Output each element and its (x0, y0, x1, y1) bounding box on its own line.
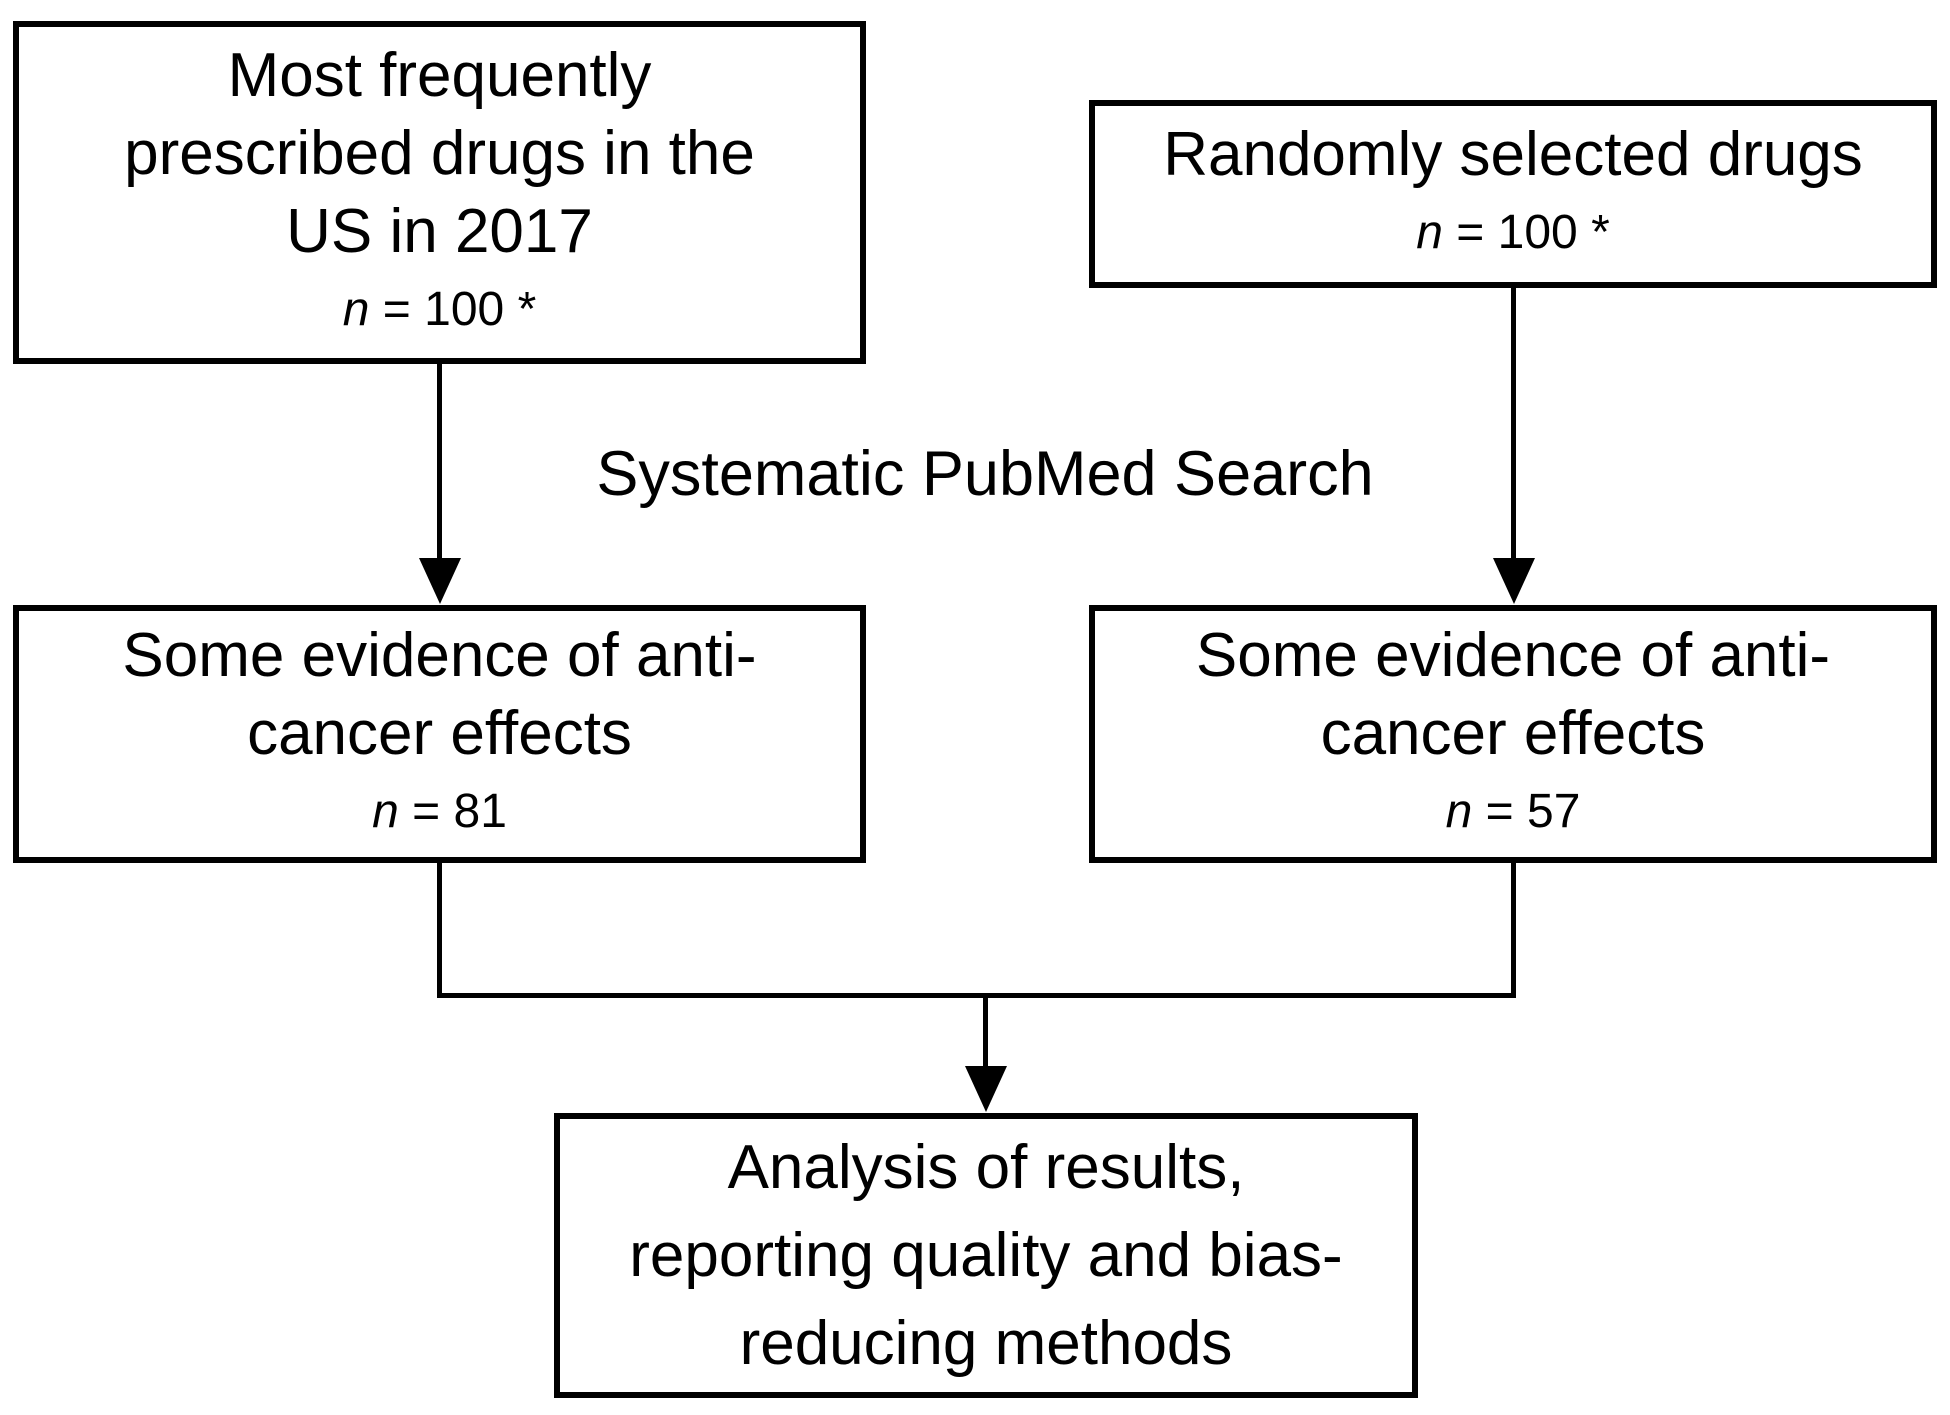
n-symbol: n (1445, 785, 1473, 838)
box-text-line: prescribed drugs in the (124, 118, 755, 188)
box-text-line: cancer effects (1320, 699, 1706, 768)
arrow-line-random-to-evidence (1511, 287, 1516, 560)
box-text-line: Randomly selected drugs (1163, 120, 1863, 189)
box-most-prescribed-drugs: Most frequently prescribed drugs in the … (13, 21, 866, 364)
n-value: = 100 * (1442, 206, 1610, 259)
connector-stem-right (1511, 862, 1516, 998)
systematic-pubmed-search-label: Systematic PubMed Search (596, 439, 1374, 509)
sample-size-label: n = 100 * (1416, 194, 1610, 272)
n-value: = 100 * (369, 282, 537, 336)
box-text-line: reporting quality and bias- (629, 1220, 1343, 1290)
box-randomly-selected-drugs: Randomly selected drugs n = 100 * (1089, 100, 1937, 288)
n-value: = 57 (1472, 785, 1581, 838)
n-symbol: n (342, 282, 370, 336)
box-text-line: cancer effects (247, 699, 632, 768)
arrowhead-down-icon (1493, 558, 1535, 604)
box-text-line: Analysis of results, (727, 1132, 1245, 1202)
arrowhead-down-icon (419, 558, 461, 604)
box-analysis: Analysis of results, reporting quality a… (554, 1113, 1418, 1398)
n-symbol: n (1416, 206, 1443, 259)
arrow-line-merge-to-analysis (983, 996, 988, 1068)
box-evidence-prescribed: Some evidence of anti- cancer effects n … (13, 605, 866, 863)
box-text-line: Most frequently (227, 40, 652, 110)
n-value: = 81 (398, 785, 507, 838)
arrow-line-prescribed-to-evidence (437, 363, 442, 560)
sample-size-label: n = 81 (372, 773, 507, 851)
sample-size-label: n = 57 (1446, 773, 1581, 851)
box-text-line: Some evidence of anti- (122, 621, 757, 690)
arrowhead-down-icon (965, 1066, 1007, 1112)
box-evidence-random: Some evidence of anti- cancer effects n … (1089, 605, 1937, 863)
box-text-line: Some evidence of anti- (1195, 621, 1831, 690)
sample-size-label: n = 100 * (343, 271, 537, 349)
box-text-line: reducing methods (739, 1308, 1233, 1378)
n-symbol: n (372, 785, 399, 838)
connector-merge-bar (437, 993, 1516, 998)
connector-stem-left (437, 862, 442, 998)
box-text-line: US in 2017 (286, 196, 593, 266)
